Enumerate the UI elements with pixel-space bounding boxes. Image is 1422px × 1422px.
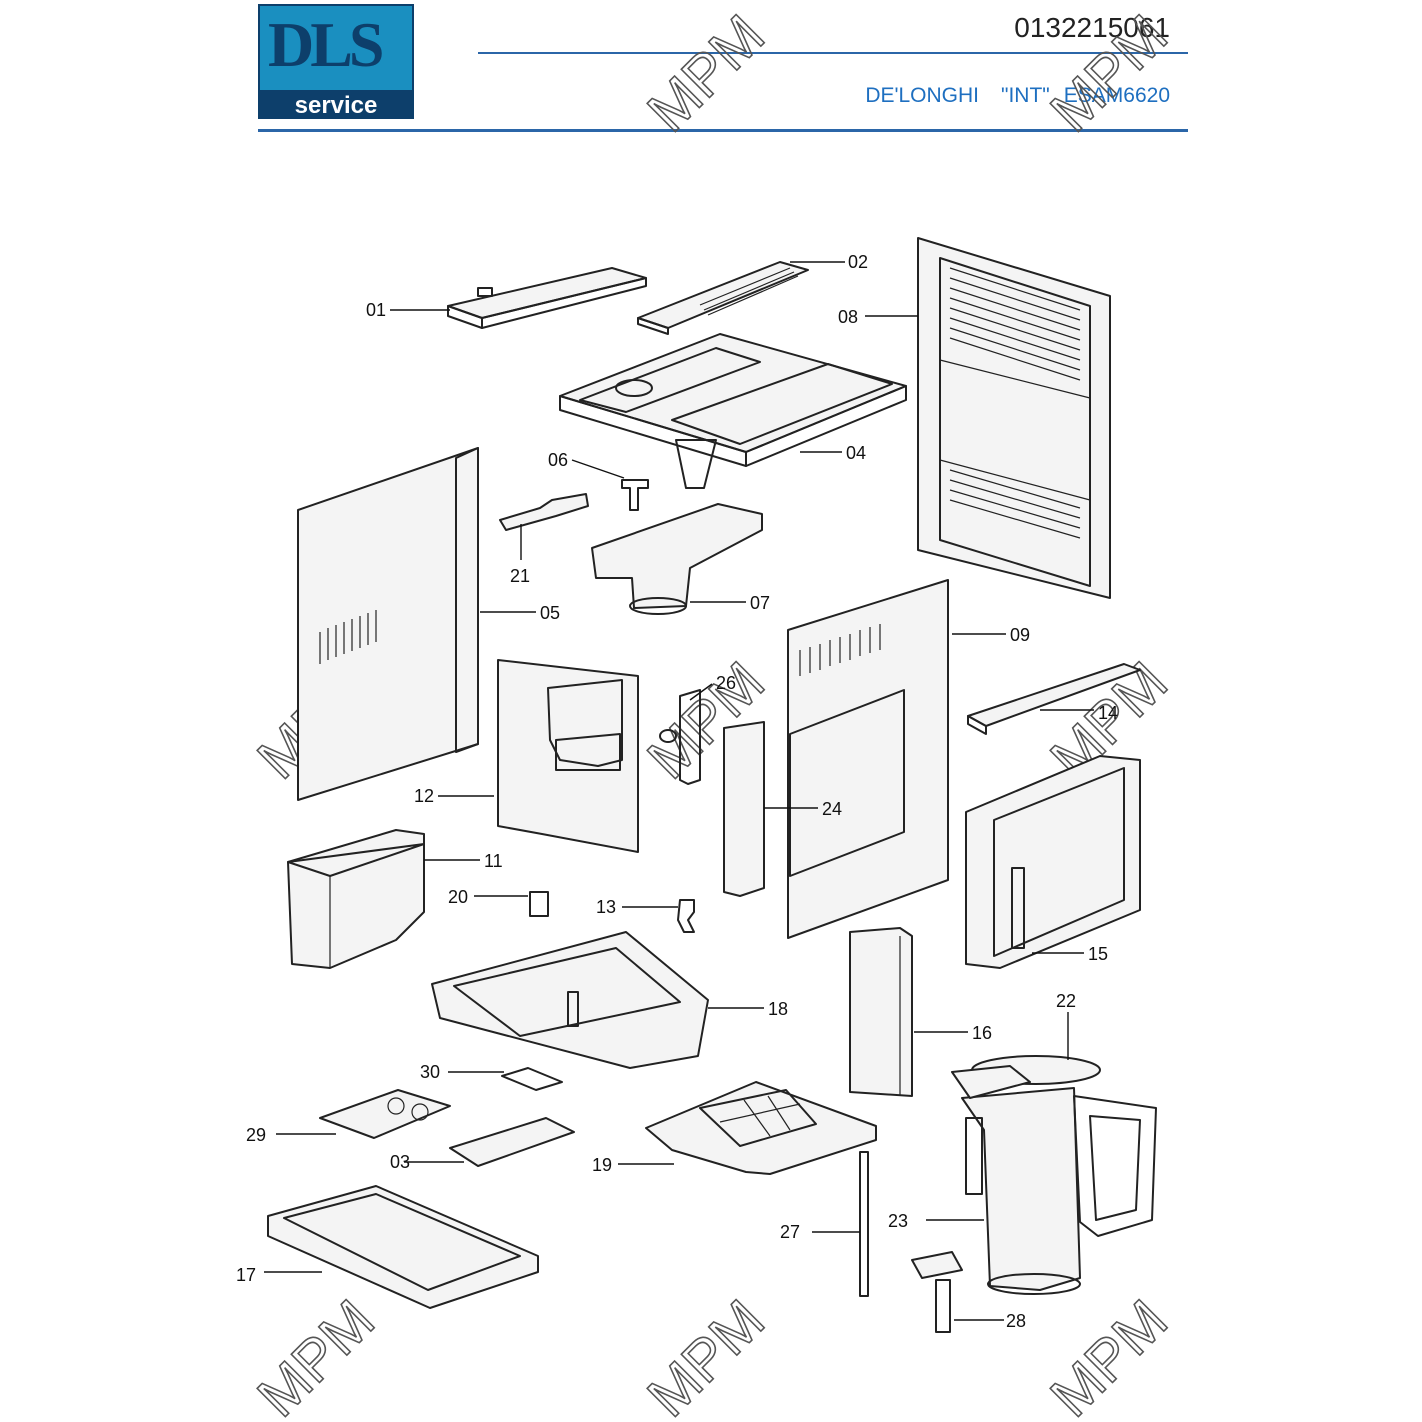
logo-service-text: service [258, 92, 414, 119]
part-05-side-panel [297, 447, 479, 801]
dls-service-logo: DLS service [258, 4, 414, 119]
watermark: MPM [635, 3, 777, 145]
header-rule-top [478, 52, 1188, 54]
callout-16: 16 [972, 1023, 992, 1043]
callout-02: 02 [848, 252, 868, 272]
part-21-measuring-scoop [499, 493, 589, 531]
part-27-rod [859, 1151, 869, 1297]
model-number: ESAM6620 [1063, 84, 1170, 107]
part-22-23-milk-jug [951, 1055, 1157, 1295]
leader-lines [264, 261, 1094, 1321]
watermark: MPM [1038, 1288, 1180, 1422]
callout-06: 06 [548, 450, 568, 470]
callout-labels: 01 02 03 04 05 06 07 08 09 11 12 13 14 1… [236, 252, 1118, 1331]
part-01-lid [447, 267, 647, 329]
callout-15: 15 [1088, 944, 1108, 964]
part-19-base-plate [645, 1081, 877, 1175]
part-18-drip-tray-base [431, 931, 709, 1069]
part-07-coffee-funnel [591, 503, 763, 615]
callout-04: 04 [846, 443, 866, 463]
callout-09: 09 [1010, 625, 1030, 645]
callout-24: 24 [822, 799, 842, 819]
part-28-nozzle [911, 1251, 963, 1333]
part-13-clip [677, 899, 695, 933]
part-17-drip-tray [267, 1185, 539, 1309]
callout-08: 08 [838, 307, 858, 327]
callout-13: 13 [596, 897, 616, 917]
part-30-gasket [501, 1067, 563, 1091]
part-12-front-housing [497, 659, 639, 853]
callout-01: 01 [366, 300, 386, 320]
logo-letters: DLS [268, 9, 384, 80]
part-02-grille-lid [637, 261, 809, 335]
callout-18: 18 [768, 999, 788, 1019]
market-code: "INT" [1001, 84, 1050, 107]
logo-emblem: DLS [258, 4, 414, 92]
callout-11: 11 [484, 851, 503, 871]
callout-22: 22 [1056, 991, 1076, 1011]
part-03-small-tray [449, 1117, 575, 1167]
brand-name: DE'LONGHI [865, 84, 980, 107]
header-rule-bottom [258, 129, 1188, 132]
callout-26: 26 [716, 673, 736, 693]
part-20-clip [529, 891, 549, 917]
part-16-cover-column [849, 927, 913, 1097]
part-09-side-panel [787, 579, 949, 939]
callout-19: 19 [592, 1155, 612, 1175]
part-26-bracket [659, 689, 701, 785]
callout-29: 29 [246, 1125, 266, 1145]
part-29-plate [319, 1089, 451, 1139]
part-11-grounds-container [287, 829, 425, 969]
callout-30: 30 [420, 1062, 440, 1082]
callout-23: 23 [888, 1211, 908, 1231]
callout-03: 03 [390, 1152, 410, 1172]
callout-17: 17 [236, 1265, 256, 1285]
part-14-support-bar [967, 663, 1141, 735]
part-06-spout [621, 479, 649, 511]
part-08-back-panel [917, 237, 1111, 599]
part-24-rail [723, 721, 765, 897]
callout-27: 27 [780, 1222, 800, 1242]
part-code: 0132215061 [1014, 12, 1170, 43]
callout-12: 12 [414, 786, 434, 806]
part-04-top-frame [559, 333, 907, 489]
model-line: DE'LONGHI "INT" ESAM6620 [843, 84, 1170, 108]
callout-07: 07 [750, 593, 770, 613]
watermark: MPM [1038, 3, 1180, 145]
callout-21: 21 [510, 566, 530, 586]
part-15-water-tank [965, 755, 1141, 969]
watermark: MPM [245, 1288, 387, 1422]
callout-20: 20 [448, 887, 468, 907]
watermark: MPM [635, 1288, 777, 1422]
callout-28: 28 [1006, 1311, 1026, 1331]
callout-14: 14 [1098, 703, 1118, 723]
callout-05: 05 [540, 603, 560, 623]
